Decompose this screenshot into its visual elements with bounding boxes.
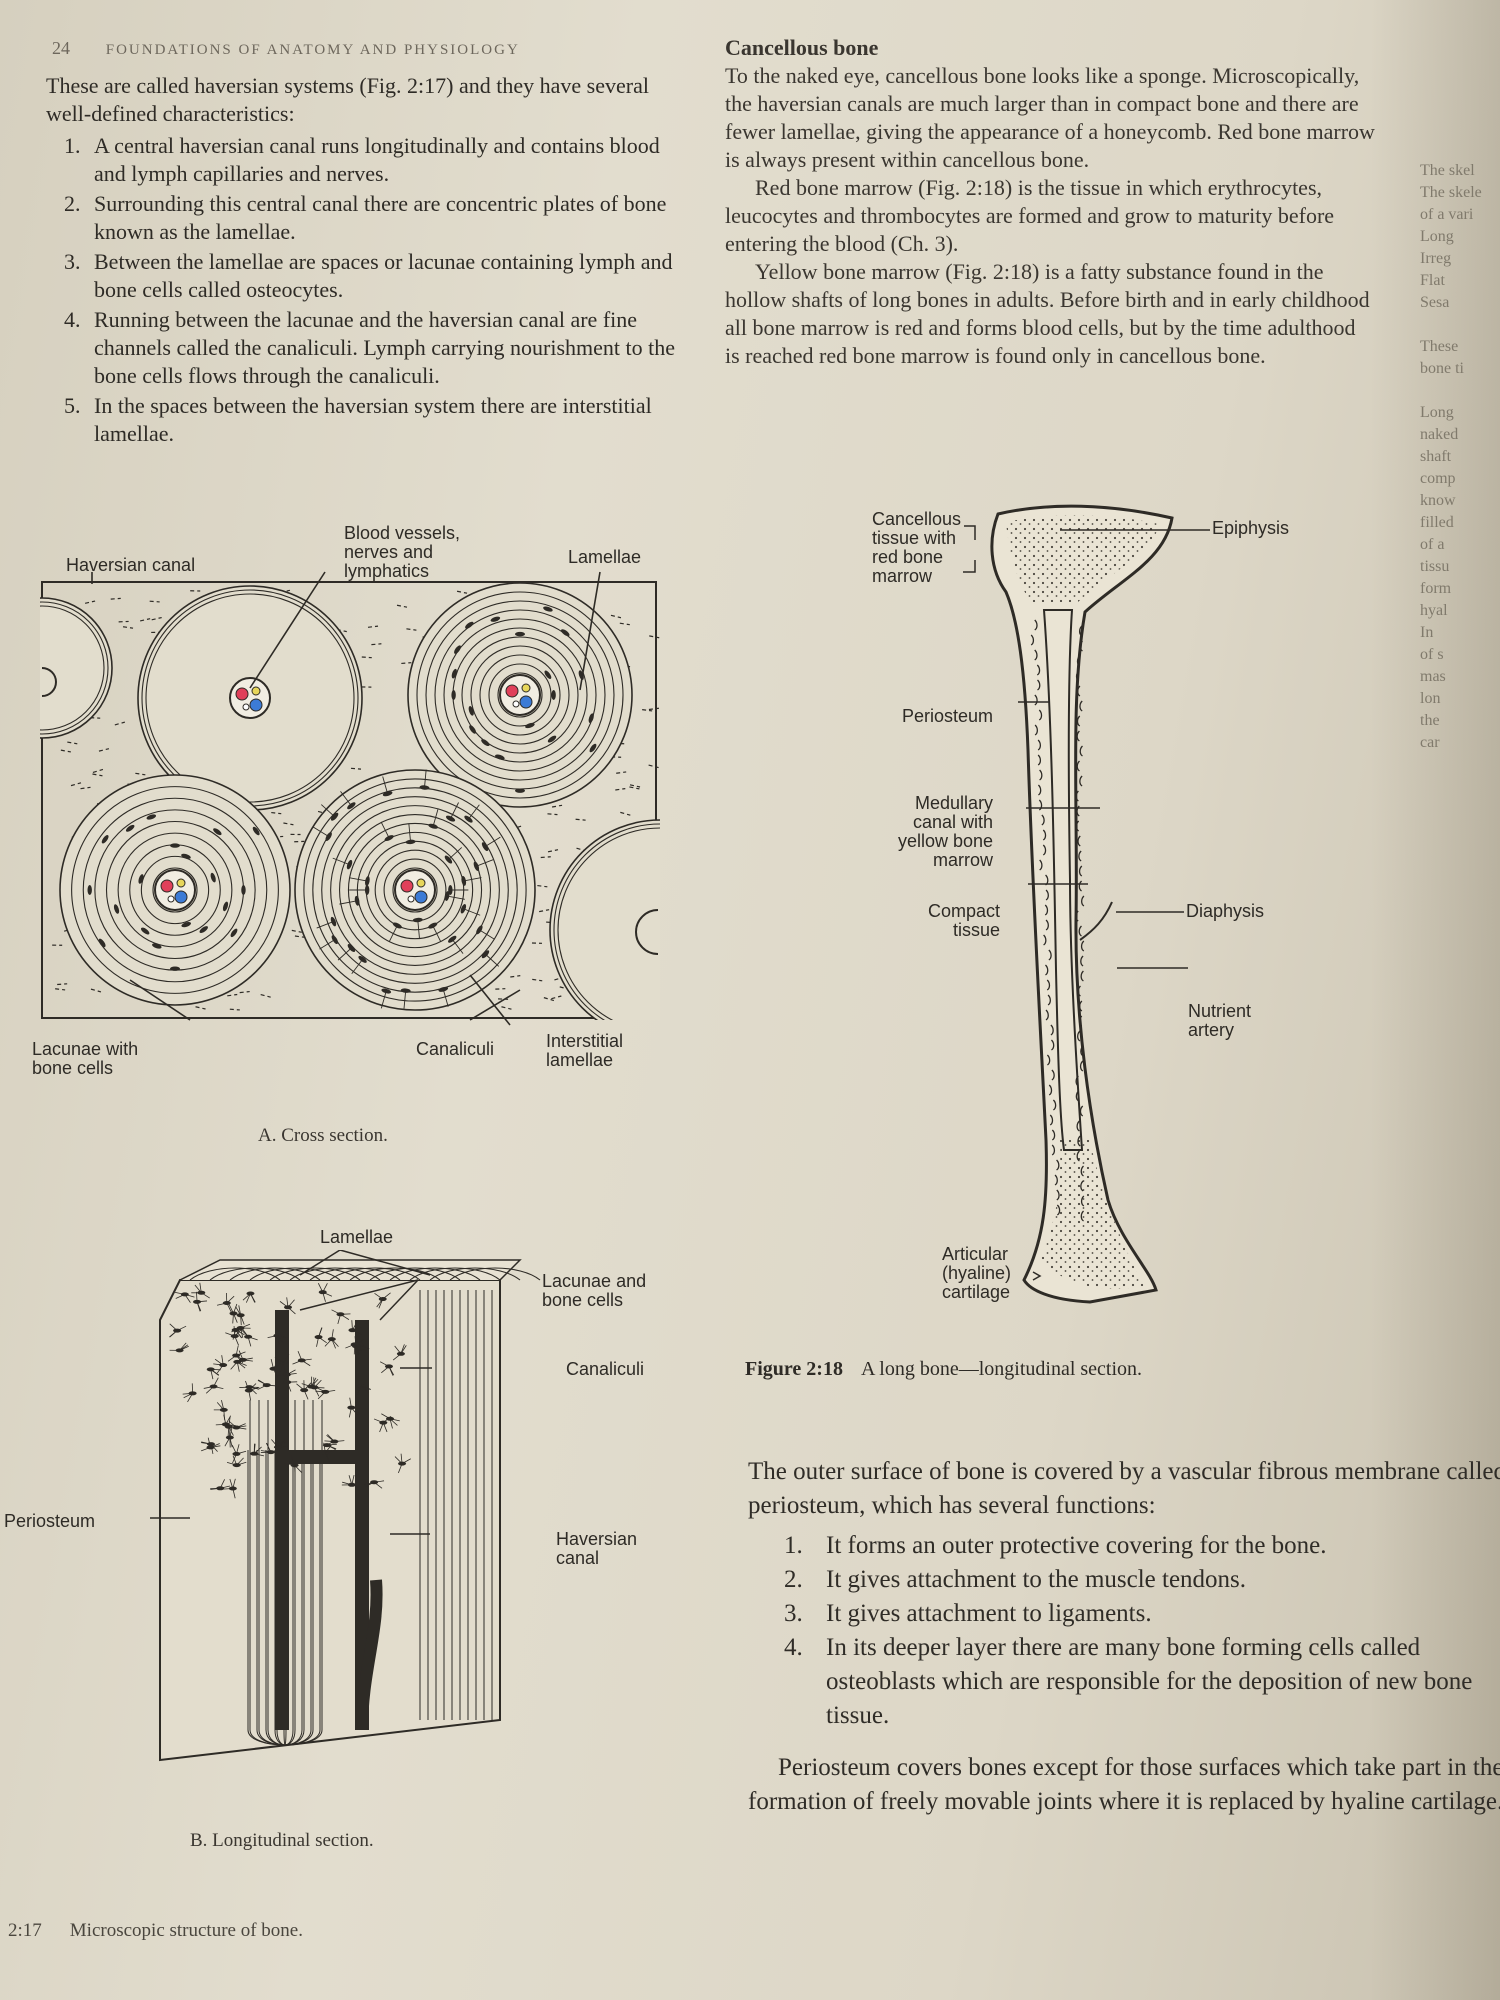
- label-compact: Compacttissue: [928, 902, 1000, 940]
- label-cancellous: Cancelloustissue withred bonemarrow: [872, 510, 961, 586]
- label-nutrient-artery: Nutrientartery: [1188, 1002, 1251, 1040]
- figure-2-18-caption: Figure 2:18A long bone—longitudinal sect…: [745, 1358, 1142, 1381]
- list-item: 2.It gives attachment to the muscle tend…: [748, 1563, 1500, 1597]
- label-epiphysis: Epiphysis: [1212, 519, 1289, 538]
- list-item: 3.It gives attachment to ligaments.: [748, 1597, 1500, 1631]
- periosteum-intro: The outer surface of bone is covered by …: [748, 1455, 1500, 1523]
- periosteum-closing: Periosteum covers bones except for those…: [748, 1751, 1500, 1819]
- list-item: 4.In its deeper layer there are many bon…: [748, 1631, 1500, 1733]
- label-diaphysis: Diaphysis: [1186, 902, 1264, 921]
- periosteum-functions-list: 1.It forms an outer protective covering …: [748, 1529, 1500, 1733]
- list-item: 1.It forms an outer protective covering …: [748, 1529, 1500, 1563]
- periosteum-text: The outer surface of bone is covered by …: [748, 1455, 1500, 1819]
- label-medullary: Medullarycanal withyellow bonemarrow: [898, 794, 993, 870]
- label-periosteum: Periosteum: [902, 707, 993, 726]
- label-articular: Articular(hyaline)cartilage: [942, 1245, 1011, 1302]
